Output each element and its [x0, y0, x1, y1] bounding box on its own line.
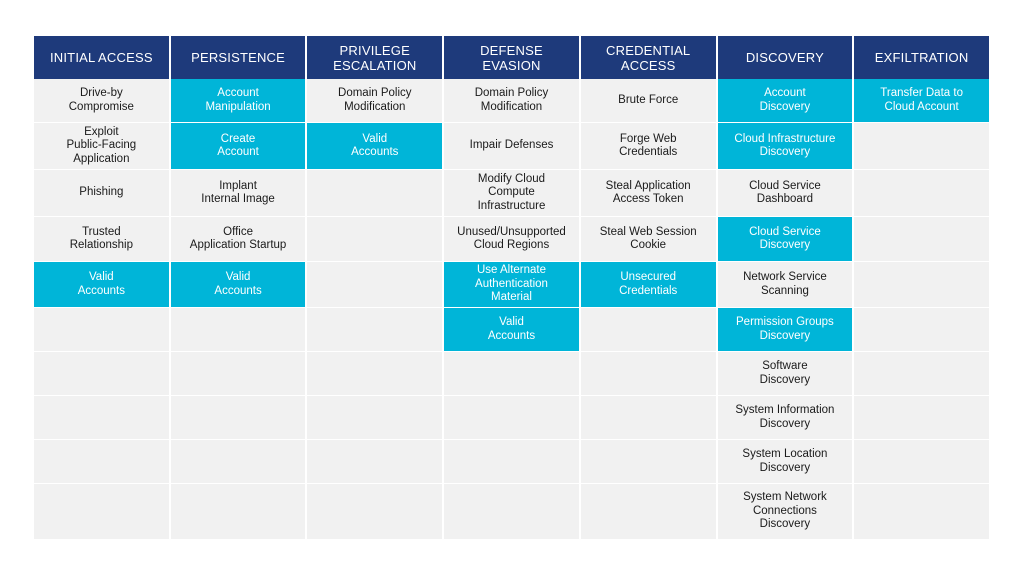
empty-cell: [444, 440, 579, 484]
empty-cell: [854, 308, 989, 352]
empty-cell: [34, 308, 169, 352]
empty-cell: [34, 484, 169, 540]
technique-cell: Network Service Scanning: [717, 262, 853, 308]
empty-cell: [307, 484, 443, 540]
empty-cell: [170, 308, 306, 352]
empty-cell: [307, 308, 443, 352]
technique-cell: Valid Accounts: [170, 262, 306, 308]
technique-cell: Steal Application Access Token: [580, 170, 716, 217]
tactic-header-initial-access: INITIAL ACCESS: [34, 36, 169, 79]
technique-cell: Cloud Service Discovery: [717, 217, 853, 262]
empty-cell: [170, 440, 306, 484]
tactic-header-exfiltration: EXFILTRATION: [854, 36, 989, 79]
technique-cell: Exploit Public-Facing Application: [34, 123, 169, 170]
empty-cell: [580, 352, 716, 396]
empty-cell: [854, 396, 989, 440]
empty-cell: [307, 352, 443, 396]
technique-cell: Valid Accounts: [444, 308, 579, 352]
empty-cell: [307, 396, 443, 440]
empty-cell: [170, 484, 306, 540]
technique-cell: System Network Connections Discovery: [717, 484, 853, 540]
technique-cell: Valid Accounts: [34, 262, 169, 308]
technique-cell: Unused/Unsupported Cloud Regions: [444, 217, 579, 262]
empty-cell: [34, 396, 169, 440]
empty-cell: [307, 262, 443, 308]
tactic-header-defense-evasion: DEFENSE EVASION: [444, 36, 579, 79]
technique-cell: Domain Policy Modification: [307, 79, 443, 123]
technique-cell: Trusted Relationship: [34, 217, 169, 262]
empty-cell: [580, 440, 716, 484]
empty-cell: [170, 396, 306, 440]
technique-cell: Cloud Service Dashboard: [717, 170, 853, 217]
tactic-header-persistence: PERSISTENCE: [170, 36, 306, 79]
technique-cell: System Location Discovery: [717, 440, 853, 484]
tactic-header-discovery: DISCOVERY: [717, 36, 853, 79]
empty-cell: [580, 484, 716, 540]
technique-cell: Phishing: [34, 170, 169, 217]
empty-cell: [854, 123, 989, 170]
empty-cell: [170, 352, 306, 396]
technique-cell: Office Application Startup: [170, 217, 306, 262]
technique-cell: Forge Web Credentials: [580, 123, 716, 170]
technique-cell: Steal Web Session Cookie: [580, 217, 716, 262]
technique-cell: Valid Accounts: [307, 123, 443, 170]
technique-cell: Drive-by Compromise: [34, 79, 169, 123]
technique-cell: Domain Policy Modification: [444, 79, 579, 123]
empty-cell: [34, 440, 169, 484]
technique-cell: Modify Cloud Compute Infrastructure: [444, 170, 579, 217]
empty-cell: [854, 170, 989, 217]
technique-cell: Brute Force: [580, 79, 716, 123]
empty-cell: [854, 484, 989, 540]
technique-cell: Impair Defenses: [444, 123, 579, 170]
empty-cell: [444, 484, 579, 540]
technique-cell: Software Discovery: [717, 352, 853, 396]
empty-cell: [580, 308, 716, 352]
empty-cell: [854, 352, 989, 396]
technique-cell: Create Account: [170, 123, 306, 170]
empty-cell: [34, 352, 169, 396]
technique-cell: Account Discovery: [717, 79, 853, 123]
technique-cell: Unsecured Credentials: [580, 262, 716, 308]
empty-cell: [307, 440, 443, 484]
tactic-header-privilege-escalation: PRIVILEGE ESCALATION: [307, 36, 443, 79]
empty-cell: [307, 170, 443, 217]
technique-cell: Implant Internal Image: [170, 170, 306, 217]
technique-cell: Cloud Infrastructure Discovery: [717, 123, 853, 170]
technique-cell: Use Alternate Authentication Material: [444, 262, 579, 308]
empty-cell: [307, 217, 443, 262]
empty-cell: [854, 440, 989, 484]
empty-cell: [854, 217, 989, 262]
technique-cell: Account Manipulation: [170, 79, 306, 123]
technique-cell: Transfer Data to Cloud Account: [854, 79, 989, 123]
empty-cell: [854, 262, 989, 308]
empty-cell: [444, 396, 579, 440]
technique-cell: System Information Discovery: [717, 396, 853, 440]
empty-cell: [580, 396, 716, 440]
empty-cell: [444, 352, 579, 396]
technique-cell: Permission Groups Discovery: [717, 308, 853, 352]
tactic-header-credential-access: CREDENTIAL ACCESS: [580, 36, 716, 79]
